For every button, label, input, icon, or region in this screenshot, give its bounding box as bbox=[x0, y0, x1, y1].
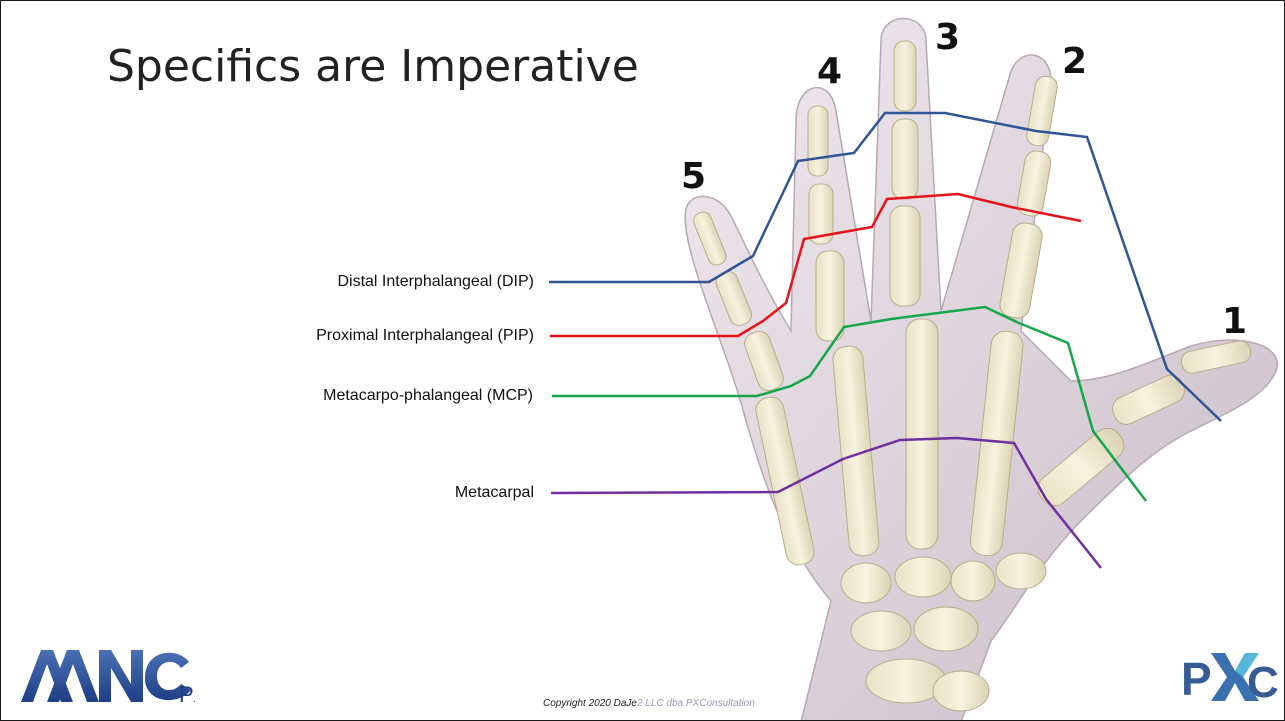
svg-text:P: P bbox=[1181, 653, 1212, 705]
copyright-text: Copyright 2020 DaJe2 LLC dba PXConsultat… bbox=[543, 698, 755, 709]
copyright-main: Copyright 2020 DaJe bbox=[543, 698, 637, 709]
svg-text:C: C bbox=[1247, 658, 1279, 707]
label-metacarpal: Metacarpal bbox=[455, 484, 534, 502]
finger-number-4: 4 bbox=[817, 51, 842, 92]
aancp-logo: P . bbox=[19, 644, 209, 711]
copyright-faded: 2 LLC dba PXConsultation bbox=[637, 698, 755, 709]
finger-number-5: 5 bbox=[681, 156, 706, 197]
finger-number-2: 2 bbox=[1062, 41, 1087, 82]
finger-number-1: 1 bbox=[1222, 301, 1247, 342]
finger-number-3: 3 bbox=[935, 17, 960, 58]
label-dip: Distal Interphalangeal (DIP) bbox=[337, 273, 534, 291]
svg-text:P: P bbox=[179, 682, 194, 706]
svg-text:.: . bbox=[193, 694, 196, 705]
pxc-logo: P C bbox=[1181, 643, 1281, 712]
label-mcp: Metacarpo-phalangeal (MCP) bbox=[323, 387, 533, 405]
label-pip: Proximal Interphalangeal (PIP) bbox=[316, 327, 534, 345]
